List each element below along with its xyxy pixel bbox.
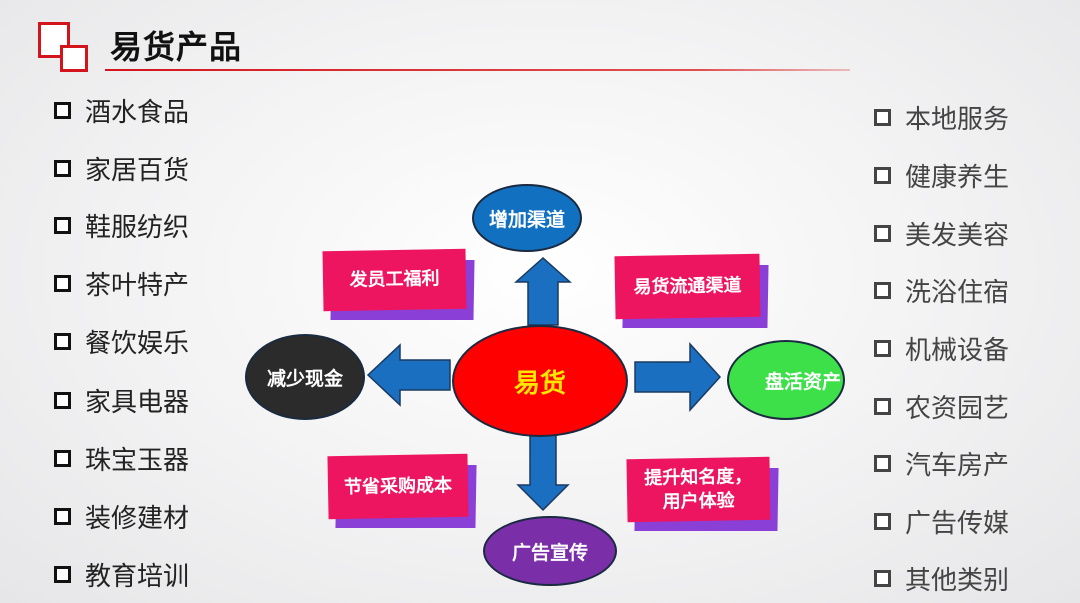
list-item: 餐饮娱乐 — [54, 324, 190, 359]
card-label: 节省采购成本 — [327, 453, 469, 520]
page-title: 易货产品 — [110, 28, 243, 66]
list-item-label: 家具电器 — [85, 387, 190, 418]
arrow-left — [366, 343, 451, 407]
checkbox-icon — [54, 507, 71, 525]
list-item-label: 其他类别 — [905, 565, 1010, 596]
list-item-label: 汽车房产 — [905, 450, 1010, 481]
arrow-up — [514, 256, 572, 326]
checkbox-icon — [54, 391, 71, 409]
list-item-label: 酒水食品 — [85, 97, 190, 128]
list-item: 家居百货 — [54, 151, 190, 186]
list-item: 汽车房产 — [874, 446, 1010, 481]
card-top-left: 发员工福利 — [322, 248, 475, 320]
left-node: 减少现金 — [245, 334, 365, 420]
checkbox-icon — [874, 454, 891, 472]
list-item-label: 装修建材 — [85, 503, 190, 534]
list-item: 广告传媒 — [874, 504, 1010, 539]
checkbox-icon — [54, 274, 71, 292]
checkbox-icon — [54, 565, 71, 583]
card-label: 提升知名度，用户体验 — [626, 456, 771, 523]
checkbox-icon — [874, 281, 891, 299]
list-item: 装修建材 — [54, 499, 190, 534]
card-label: 易货流通渠道 — [614, 253, 761, 320]
list-item-label: 珠宝玉器 — [85, 445, 190, 476]
list-item-label: 茶叶特产 — [85, 270, 190, 301]
list-item: 洗浴住宿 — [874, 273, 1010, 308]
list-item: 其他类别 — [874, 561, 1010, 596]
arrow-right — [634, 342, 722, 412]
logo-square-small — [60, 45, 88, 72]
checkbox-icon — [54, 449, 71, 467]
checkbox-icon — [874, 166, 891, 184]
list-item: 茶叶特产 — [54, 266, 190, 301]
list-item-label: 健康养生 — [905, 162, 1010, 193]
card-label: 发员工福利 — [322, 248, 467, 312]
list-item: 农资园艺 — [874, 389, 1010, 424]
bottom-node-label: 广告宣传 — [511, 541, 588, 564]
list-item-label: 广告传媒 — [905, 508, 1010, 539]
logo-square-large — [38, 22, 70, 58]
card-bottom-right: 提升知名度，用户体验 — [626, 456, 779, 531]
left-node-label: 减少现金 — [266, 367, 343, 390]
list-item: 珠宝玉器 — [54, 441, 190, 476]
checkbox-icon — [874, 339, 891, 357]
center-node: 易货 — [452, 325, 628, 437]
checkbox-icon — [874, 224, 891, 242]
list-item: 本地服务 — [874, 100, 1010, 135]
card-bottom-left: 节省采购成本 — [327, 453, 477, 528]
list-item: 机械设备 — [874, 331, 1010, 366]
list-item-label: 鞋服纺织 — [85, 212, 190, 243]
checkbox-icon — [874, 108, 891, 126]
checkbox-icon — [874, 512, 891, 530]
arrow-down — [516, 434, 570, 512]
card-label-line: 用户体验 — [662, 489, 735, 513]
right-node: 盘活资产 — [727, 340, 845, 420]
list-item-label: 本地服务 — [905, 104, 1010, 135]
list-item: 教育培训 — [54, 557, 190, 592]
checkbox-icon — [54, 159, 71, 177]
list-item: 美发美容 — [874, 216, 1010, 251]
list-item-label: 美发美容 — [905, 220, 1010, 251]
title-divider — [105, 69, 850, 71]
card-label-line: 提升知名度， — [644, 465, 753, 489]
checkbox-icon — [874, 397, 891, 415]
checkbox-icon — [54, 332, 71, 350]
list-item-label: 洗浴住宿 — [905, 277, 1010, 308]
list-item-label: 教育培训 — [85, 561, 190, 592]
card-top-right: 易货流通渠道 — [614, 253, 769, 328]
top-node-label: 增加渠道 — [488, 208, 565, 231]
bottom-node: 广告宣传 — [483, 516, 617, 586]
list-item-label: 农资园艺 — [905, 393, 1010, 424]
list-item: 家具电器 — [54, 383, 190, 418]
list-item: 健康养生 — [874, 158, 1010, 193]
list-item: 鞋服纺织 — [54, 208, 190, 243]
right-node-label: 盘活资产 — [764, 370, 841, 393]
checkbox-icon — [54, 101, 71, 119]
list-item: 酒水食品 — [54, 93, 190, 128]
list-item-label: 家居百货 — [85, 155, 190, 186]
list-item-label: 机械设备 — [905, 335, 1010, 366]
checkbox-icon — [874, 569, 891, 587]
top-node: 增加渠道 — [472, 184, 582, 252]
center-node-label: 易货 — [513, 368, 566, 399]
checkbox-icon — [54, 216, 71, 234]
list-item-label: 餐饮娱乐 — [85, 328, 190, 359]
